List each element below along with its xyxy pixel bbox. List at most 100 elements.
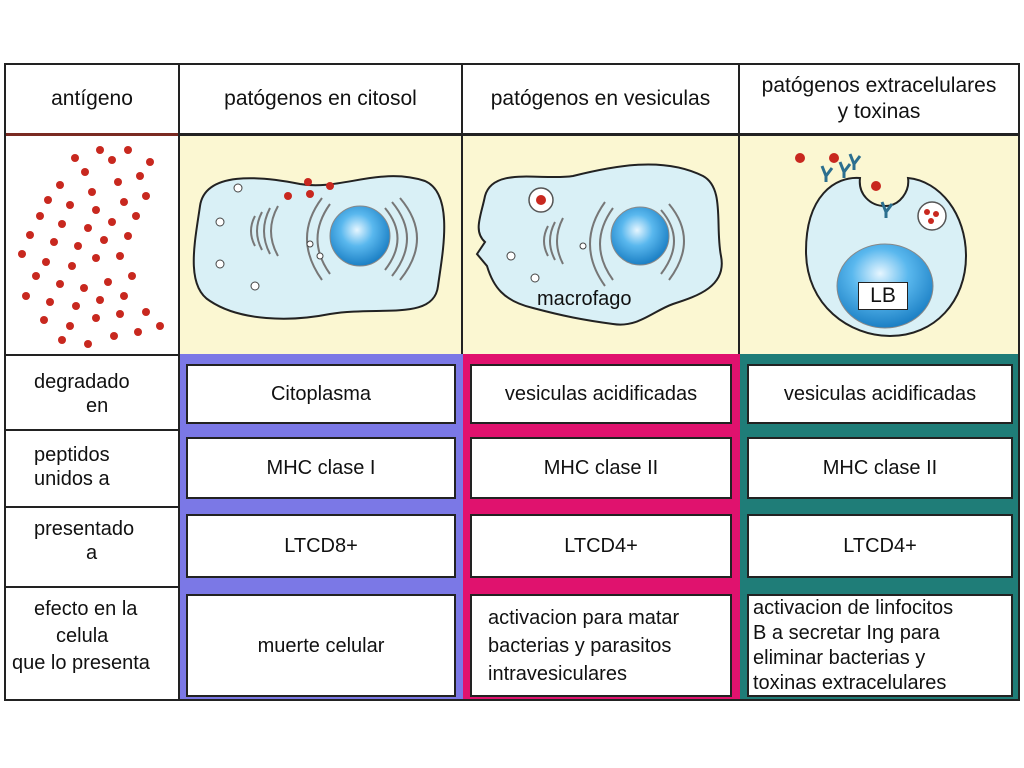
presented-vesicles-cell: LTCD4+ — [470, 514, 732, 578]
macrophage-label: macrofago — [537, 288, 632, 310]
antigen-particle — [46, 298, 54, 306]
antigen-particle — [142, 308, 150, 316]
header-extracellular: patógenos extracelulares y toxinas — [740, 65, 1018, 133]
antigen-particle — [26, 231, 34, 239]
antigen-particle — [92, 206, 100, 214]
antigen-particle — [96, 146, 104, 154]
degraded-extracellular-cell: vesiculas acidificadas — [747, 364, 1013, 424]
antigen-particle — [100, 236, 108, 244]
macrophage-illustration — [475, 163, 723, 326]
row-label-effect-line2: celula — [56, 625, 109, 647]
effect-extracellular-line4: toxinas extracelulares — [753, 671, 947, 694]
antigen-particle — [74, 242, 82, 250]
antigen-particle — [56, 280, 64, 288]
antigen-particle — [81, 168, 89, 176]
header-extracellular-line1: patógenos extracelulares — [761, 74, 997, 97]
header-extracellular-line2: y toxinas — [837, 100, 921, 123]
row-divider-1 — [6, 354, 180, 356]
row-label-effect-line3: que lo presenta — [12, 652, 150, 674]
row-label-peptides-line1: peptidos — [34, 444, 110, 466]
header-vesicles-text: patógenos en vesiculas — [490, 87, 711, 110]
row-divider-3 — [6, 506, 180, 508]
degraded-vesicles-cell: vesiculas acidificadas — [470, 364, 732, 424]
antigen-particle — [66, 201, 74, 209]
effect-vesicles-line2: bacterias y parasitos — [488, 634, 672, 657]
peptides-vesicles-cell: MHC clase II — [470, 437, 732, 499]
header-divider-accent — [6, 133, 178, 136]
antigen-particle — [120, 198, 128, 206]
antigen-particle — [32, 272, 40, 280]
antigen-particle — [108, 156, 116, 164]
antigen-particle — [104, 278, 112, 286]
antigen-particle — [58, 220, 66, 228]
row-label-peptides-line2: unidos a — [34, 468, 110, 490]
peptides-cytosol-text: MHC clase I — [266, 457, 376, 479]
antigen-particle — [72, 302, 80, 310]
antigen-particle — [18, 250, 26, 258]
effect-extracellular-line1: activacion de linfocitos — [753, 596, 954, 619]
degraded-cytosol-text: Citoplasma — [270, 383, 372, 405]
effect-cytosol-cell: muerte celular — [186, 594, 456, 697]
peptides-extracellular-text: MHC clase II — [822, 457, 938, 479]
antigen-particle — [134, 328, 142, 336]
antigen-particle — [116, 310, 124, 318]
antigen-particle — [110, 332, 118, 340]
header-vesicles: patógenos en vesiculas — [463, 65, 738, 133]
antigen-particle — [84, 224, 92, 232]
column-divider-3 — [738, 65, 740, 355]
antigen-particle — [80, 284, 88, 292]
column-divider-2 — [461, 65, 463, 355]
row-label-presented-line2: a — [86, 542, 98, 564]
peptides-cytosol-cell: MHC clase I — [186, 437, 456, 499]
effect-cytosol-text: muerte celular — [257, 634, 385, 657]
antigen-particle — [124, 146, 132, 154]
effect-vesicles-line1: activacion para matar — [488, 606, 680, 629]
row-label-effect-line1: efecto en la — [34, 598, 138, 620]
row-label-presented: presentado a — [34, 517, 134, 565]
degraded-cytosol-cell: Citoplasma — [186, 364, 456, 424]
antigen-particle — [142, 192, 150, 200]
antigen-particle — [71, 154, 79, 162]
effect-extracellular-lines: activacion de linfocitos B a secretar In… — [753, 596, 953, 696]
antigen-particle — [120, 292, 128, 300]
antigen-particle — [58, 336, 66, 344]
header-cytosol-text: patógenos en citosol — [224, 87, 417, 110]
header-divider — [6, 133, 1018, 136]
presented-extracellular-text: LTCD4+ — [843, 535, 917, 557]
effect-extracellular-line3: eliminar bacterias y — [753, 646, 926, 669]
antigen-particle — [68, 262, 76, 270]
presented-vesicles-text: LTCD4+ — [564, 535, 638, 557]
presented-extracellular-cell: LTCD4+ — [747, 514, 1013, 578]
antigen-particle — [146, 158, 154, 166]
row-label-presented-line1: presentado — [34, 518, 135, 540]
b-cell-illustration — [795, 153, 968, 338]
antigen-particle — [22, 292, 30, 300]
effect-extracellular-cell: activacion de linfocitos B a secretar In… — [747, 594, 1013, 697]
antigen-particle — [88, 188, 96, 196]
antigen-particle — [132, 212, 140, 220]
effect-extracellular-line2: B a secretar Ing para — [753, 621, 940, 644]
cytosol-cell-illustration — [192, 175, 446, 320]
header-antigen: antígeno — [6, 65, 178, 133]
header-antigen-text: antígeno — [51, 87, 133, 110]
row-label-peptides: peptidos unidos a — [34, 443, 110, 491]
peptides-vesicles-text: MHC clase II — [543, 457, 659, 479]
antigen-particle — [42, 258, 50, 266]
antigen-particle — [156, 322, 164, 330]
antigen-particle — [44, 196, 52, 204]
column-divider-1 — [178, 65, 180, 699]
b-cell-label-text: LB — [870, 284, 896, 307]
row-label-degraded-line2: en — [86, 395, 109, 417]
effect-vesicles-cell: activacion para matar bacterias y parasi… — [470, 594, 732, 697]
row-label-degraded-line1: degradado — [34, 371, 130, 393]
header-cytosol: patógenos en citosol — [180, 65, 461, 133]
antigen-particle — [108, 218, 116, 226]
antigen-particle — [36, 212, 44, 220]
antigen-particle — [114, 178, 122, 186]
effect-vesicles-line3: intravesiculares — [488, 662, 627, 685]
row-label-effect: efecto en la celula que lo presenta — [12, 596, 150, 677]
row-divider-2 — [6, 429, 180, 431]
antigen-particle — [84, 340, 92, 348]
presented-cytosol-text: LTCD8+ — [284, 535, 358, 557]
